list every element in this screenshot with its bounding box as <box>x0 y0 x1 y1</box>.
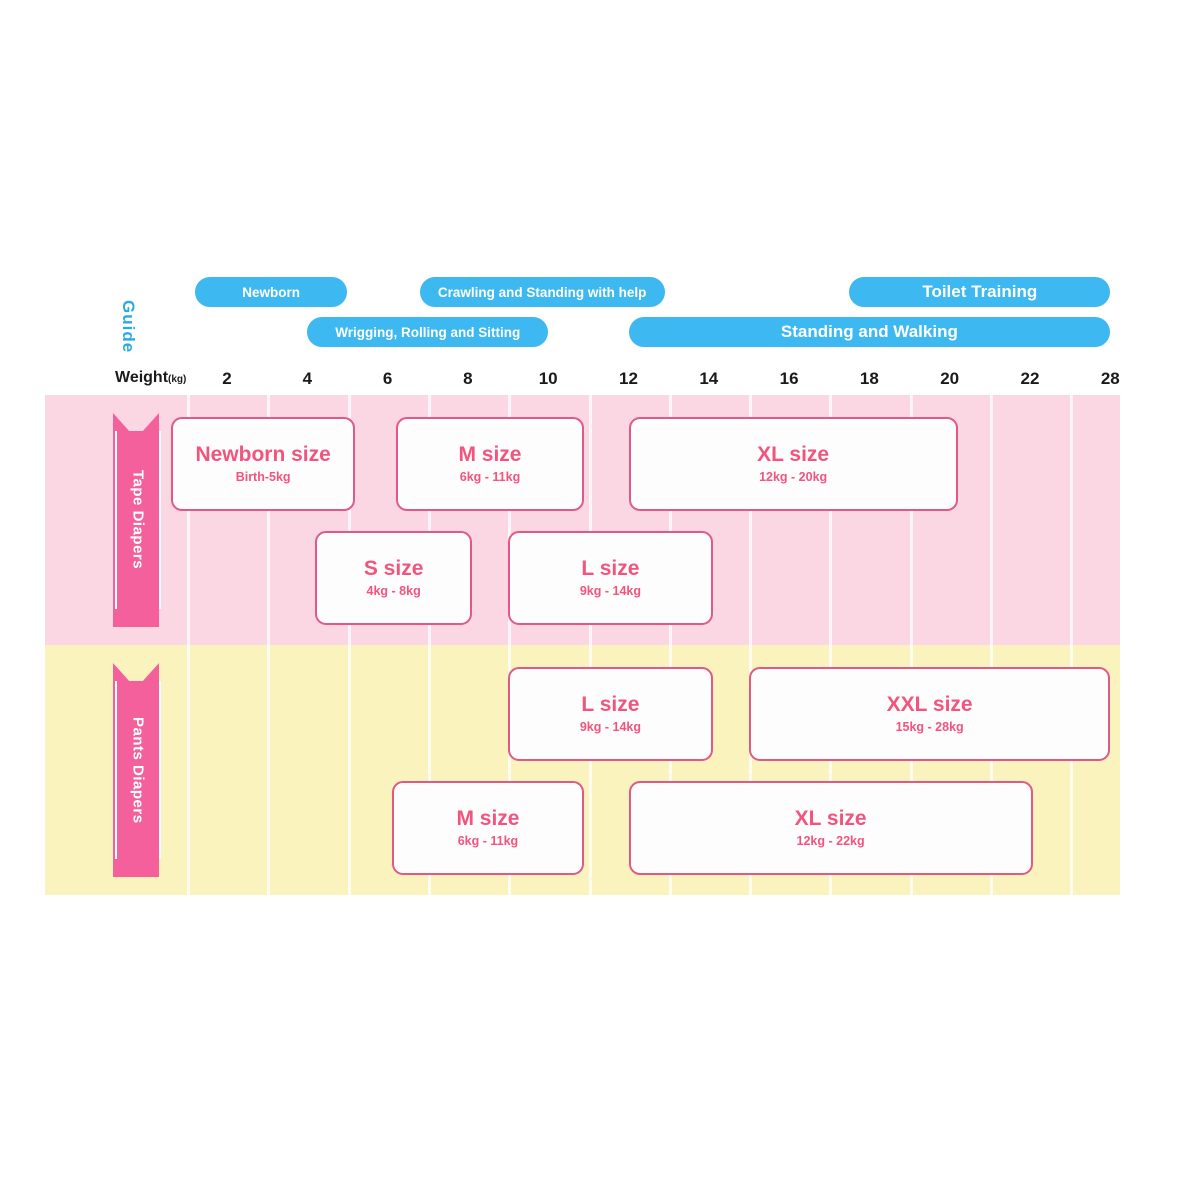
size-card-weight-range: Birth-5kg <box>235 470 291 485</box>
weight-axis-title-text: Weight <box>115 369 169 386</box>
stage-pill-crawling-and-standing-with-help[interactable]: Crawling and Standing with help <box>419 277 665 307</box>
size-card-weight-range: 15kg - 28kg <box>895 720 964 735</box>
size-card-title: XL size <box>757 442 830 466</box>
axis-tick-22: 22 <box>1020 369 1040 388</box>
stage-pill-standing-and-walking[interactable]: Standing and Walking <box>628 317 1111 347</box>
size-card-s-size[interactable]: S size 4kg - 8kg <box>315 531 472 625</box>
gridline-10 <box>508 395 512 645</box>
size-card-title: L size <box>581 692 640 716</box>
gridline-4 <box>267 395 271 645</box>
weight-axis: Weight(kg) 2 4 6 8 10 12 14 16 18 20 22 28 <box>45 363 1120 395</box>
size-card-m-size[interactable]: M size 6kg - 11kg <box>391 781 585 875</box>
gridline-14 <box>668 395 672 645</box>
size-card-l-size[interactable]: L size 9kg - 14kg <box>508 667 713 761</box>
gridline-6 <box>347 645 351 895</box>
gridline-20 <box>909 395 913 645</box>
size-card-title: M size <box>456 806 520 830</box>
size-card-weight-range: 6kg - 11kg <box>459 470 521 485</box>
ribbon-body: Tape Diapers <box>115 431 161 609</box>
stage-pill-newborn[interactable]: Newborn <box>194 277 348 307</box>
gridline-28 <box>1070 395 1074 645</box>
weight-axis-unit: (kg) <box>168 374 187 385</box>
size-card-title: M size <box>458 442 522 466</box>
axis-tick-6: 6 <box>382 369 393 388</box>
guide-header: Guide Newborn Crawling and Standing with … <box>45 255 1120 395</box>
stage-pill-wrigging-rolling-and-sitting[interactable]: Wrigging, Rolling and Sitting <box>307 317 549 347</box>
size-card-title: XXL size <box>886 692 973 716</box>
gridline-2 <box>187 645 190 895</box>
stage-pill-label: Wrigging, Rolling and Sitting <box>335 324 521 340</box>
size-card-xl-size[interactable]: XL size 12kg - 20kg <box>628 417 958 511</box>
gridline-2 <box>187 395 190 645</box>
guide-axis-label: Guide <box>117 281 139 373</box>
axis-tick-18: 18 <box>859 369 879 388</box>
size-card-title: S size <box>363 556 424 580</box>
guide-label-text: Guide <box>119 300 138 354</box>
ribbon-body: Pants Diapers <box>115 681 161 859</box>
axis-tick-4: 4 <box>302 369 313 388</box>
gridline-8 <box>427 645 431 895</box>
size-card-title: XL size <box>794 806 867 830</box>
gridline-20 <box>909 645 913 895</box>
size-card-l-size[interactable]: L size 9kg - 14kg <box>508 531 713 625</box>
stage-pill-label: Standing and Walking <box>780 322 958 341</box>
gridline-4 <box>267 645 271 895</box>
gridline-16 <box>749 645 753 895</box>
stage-pill-label: Crawling and Standing with help <box>437 284 647 300</box>
size-card-xl-size[interactable]: XL size 12kg - 22kg <box>628 781 1033 875</box>
axis-tick-20: 20 <box>940 369 960 388</box>
pants-diapers-band: Pants Diapers L size 9kg - 14kg XXL size 15… <box>45 645 1120 895</box>
stage-pill-label: Toilet Training <box>922 282 1038 301</box>
row-label-pants-diapers: Pants Diapers <box>129 716 147 824</box>
gridline-12 <box>588 395 592 645</box>
axis-tick-14: 14 <box>699 369 719 388</box>
axis-tick-2: 2 <box>222 369 232 388</box>
row-ribbon-tape-diapers: Tape Diapers <box>113 413 161 627</box>
size-card-weight-range: 12kg - 20kg <box>759 470 828 485</box>
gridline-28 <box>1070 645 1074 895</box>
size-card-m-size[interactable]: M size 6kg - 11kg <box>395 417 585 511</box>
gridline-18 <box>829 645 833 895</box>
size-card-title: L size <box>581 556 640 580</box>
gridline-22 <box>990 395 993 645</box>
size-card-weight-range: 6kg - 11kg <box>457 834 519 849</box>
stage-pill-label: Newborn <box>242 284 301 300</box>
size-card-xxl-size[interactable]: XXL size 15kg - 28kg <box>748 667 1111 761</box>
axis-tick-16: 16 <box>779 369 799 388</box>
diaper-size-guide-chart: Guide Newborn Crawling and Standing with … <box>45 255 1120 920</box>
size-card-title: Newborn size <box>195 442 331 466</box>
gridline-14 <box>668 645 672 895</box>
gridline-18 <box>829 395 833 645</box>
gridline-22 <box>990 645 993 895</box>
gridline-12 <box>588 645 592 895</box>
row-label-tape-diapers: Tape Diapers <box>129 470 147 570</box>
gridline-6 <box>347 395 351 645</box>
size-card-weight-range: 9kg - 14kg <box>579 584 641 599</box>
size-card-weight-range: 4kg - 8kg <box>366 584 421 599</box>
gridline-10 <box>508 645 512 895</box>
size-card-weight-range: 12kg - 22kg <box>796 834 865 849</box>
stage-pill-toilet-training[interactable]: Toilet Training <box>849 277 1111 307</box>
gridline-16 <box>749 395 753 645</box>
axis-tick-28: 28 <box>1100 369 1120 388</box>
axis-tick-10: 10 <box>538 369 558 388</box>
row-ribbon-pants-diapers: Pants Diapers <box>113 663 161 877</box>
size-card-weight-range: 9kg - 14kg <box>579 720 641 735</box>
axis-tick-8: 8 <box>463 369 473 388</box>
gridline-8 <box>427 395 431 645</box>
weight-axis-title: Weight(kg) <box>115 369 186 387</box>
axis-tick-12: 12 <box>619 369 638 388</box>
